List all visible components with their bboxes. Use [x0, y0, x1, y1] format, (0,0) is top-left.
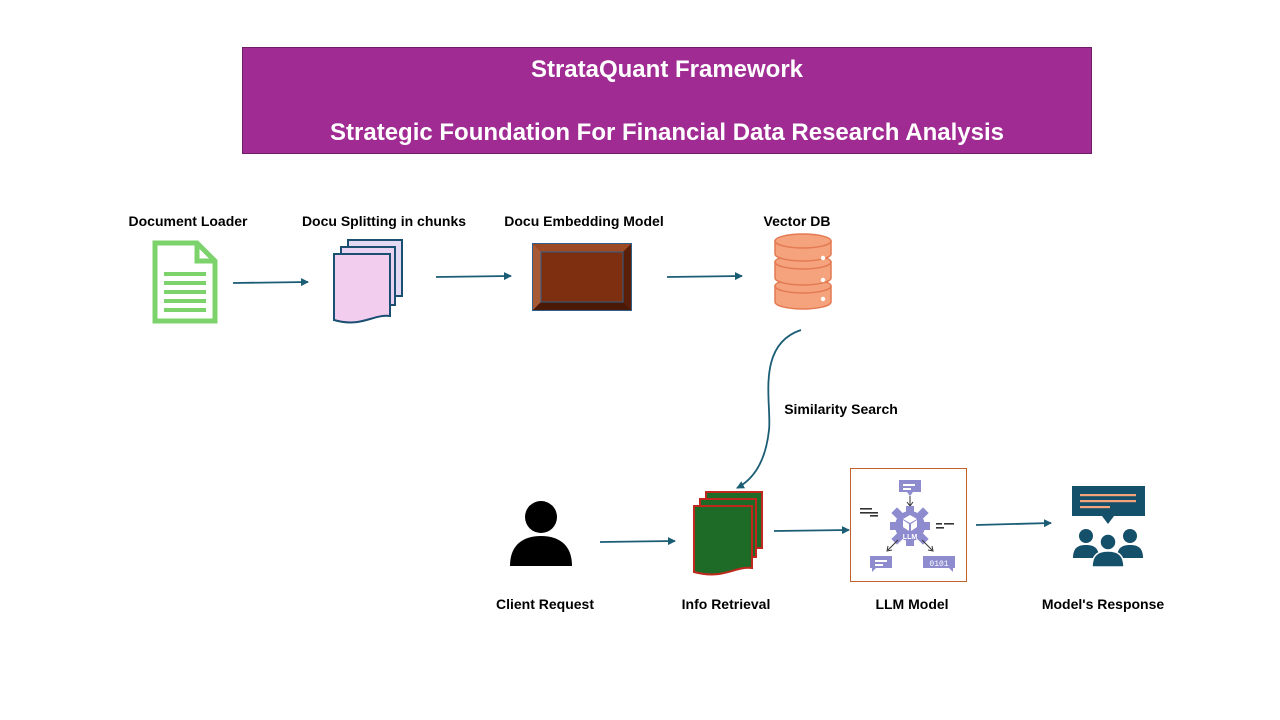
diagram-title: StrataQuant Framework: [530, 56, 804, 83]
arrow-llm-to-response: [975, 519, 1052, 528]
label-llm-model: LLM Model: [875, 596, 949, 612]
audience-response-icon: [1072, 486, 1145, 568]
label-docu-embedding: Docu Embedding Model: [504, 213, 664, 229]
arrow-client-to-retrieval: [599, 537, 676, 546]
arrow-loader-to-splitting: [232, 278, 309, 287]
label-vector-db: Vector DB: [763, 213, 831, 229]
llm-badge-text: LLM: [903, 534, 918, 541]
label-models-response: Model's Response: [1041, 596, 1165, 612]
embedding-model-icon: [532, 243, 632, 311]
binary-text: 0101: [929, 560, 948, 569]
user-icon: [510, 501, 572, 566]
title-banner: StrataQuant Framework Strategic Foundati…: [242, 47, 1092, 154]
arrow-splitting-to-embedding: [435, 272, 512, 281]
document-chunks-icon: [333, 239, 403, 324]
arrow-retrieval-to-llm: [773, 526, 850, 535]
label-docu-splitting: Docu Splitting in chunks: [301, 213, 467, 229]
arrow-similarity-search: [736, 329, 802, 489]
document-icon: [152, 240, 218, 324]
database-icon: [774, 233, 832, 310]
arrow-embedding-to-vectordb: [666, 272, 743, 281]
label-document-loader: Document Loader: [128, 213, 248, 229]
label-client-request: Client Request: [495, 596, 595, 612]
retrieved-documents-icon: [693, 491, 763, 576]
label-info-retrieval: Info Retrieval: [681, 596, 771, 612]
llm-model-icon: LLM 0101: [850, 468, 967, 582]
label-similarity-search: Similarity Search: [784, 401, 898, 417]
diagram-subtitle: Strategic Foundation For Financial Data …: [330, 119, 1004, 146]
